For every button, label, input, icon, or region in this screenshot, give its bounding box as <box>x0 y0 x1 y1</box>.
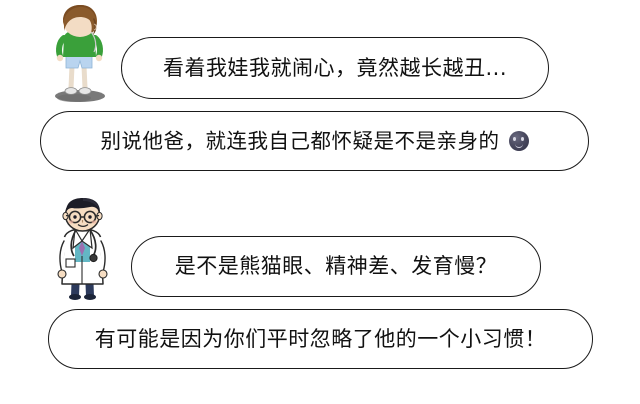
speech-bubble-mother-1: 看着我娃我就闹心，竟然越长越丑... <box>121 37 549 99</box>
speech-bubble-mother-2: 别说他爸，就连我自己都怀疑是不是亲身的 <box>40 111 589 171</box>
doctor-avatar <box>40 196 124 304</box>
speech-bubble-text: 有可能是因为你们平时忽略了他的一个小习惯！ <box>94 326 547 351</box>
speech-bubble-text: 是不是熊猫眼、精神差、发育慢？ <box>174 254 498 278</box>
speech-bubble-text: 看着我娃我就闹心，竟然越长越丑... <box>162 55 508 80</box>
speech-bubble-doctor-2: 有可能是因为你们平时忽略了他的一个小习惯！ <box>48 309 593 369</box>
speech-bubble-doctor-1: 是不是熊猫眼、精神差、发育慢？ <box>131 236 541 297</box>
mother-avatar <box>44 4 120 104</box>
dark-face-emoji-icon <box>508 131 529 151</box>
speech-bubble-text: 别说他爸，就连我自己都怀疑是不是亲身的 <box>100 128 500 153</box>
